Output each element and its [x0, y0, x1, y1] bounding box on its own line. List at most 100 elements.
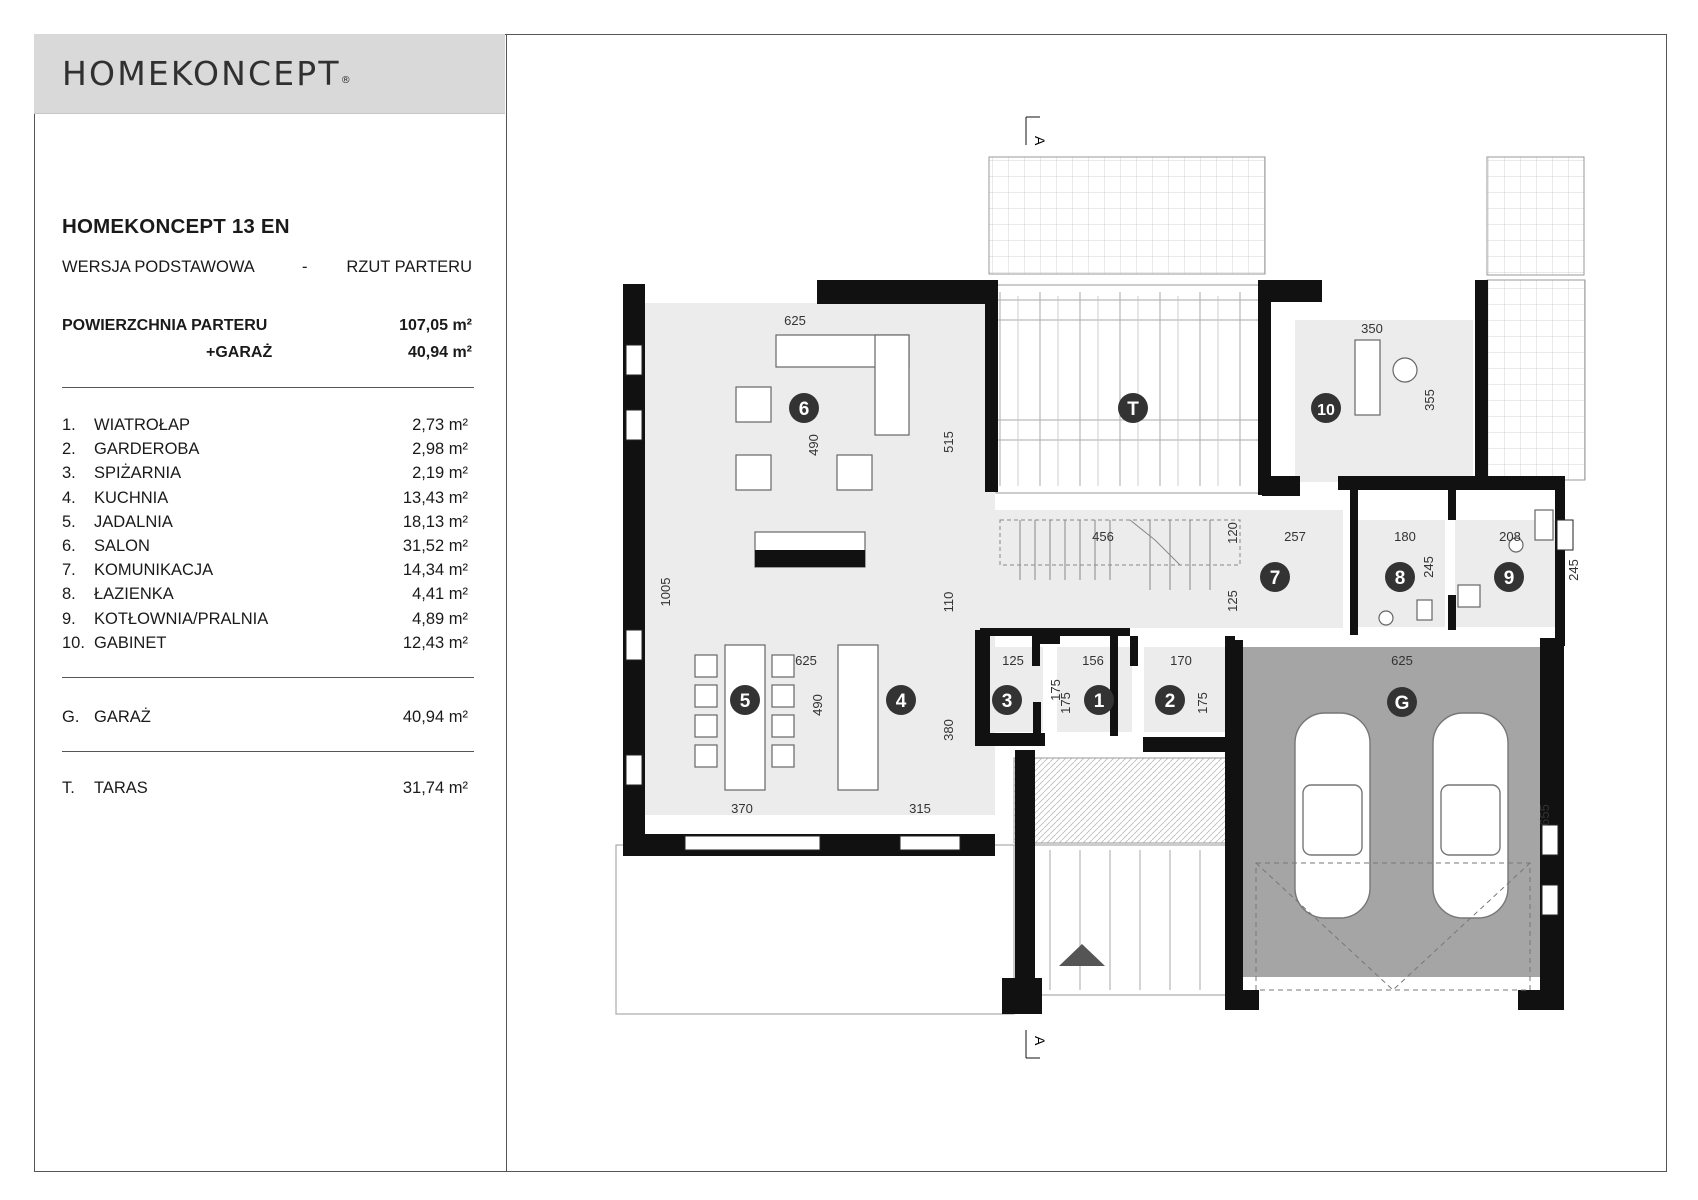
fireplace [755, 550, 865, 567]
room-row: 1. WIATROŁAP 2,73 m² [62, 416, 468, 438]
dimension-kitchen-bottom: 315 [909, 801, 931, 816]
room-area: 4,89 m² [412, 609, 468, 628]
dimension-pantry-width: 125 [1002, 653, 1024, 668]
room-name: ŁAZIENKA [94, 585, 174, 604]
room-row: 9. KOTŁOWNIA/PRALNIA 4,89 m² [62, 610, 468, 632]
ground-area-label: POWIERZCHNIA PARTERU [62, 317, 268, 334]
dimension-vestibule-width: 156 [1082, 653, 1104, 668]
car-left [1294, 712, 1371, 919]
dimension-kitchen-depth: 380 [941, 719, 956, 741]
terrace-row: T. TARAS 31,74 m² [62, 779, 468, 797]
room-name: SPIŻARNIA [94, 464, 182, 483]
room-num: 4. [62, 488, 76, 507]
room-marker-circle [730, 685, 760, 715]
room-marker-circle [886, 685, 916, 715]
room-row: 6. SALON 31,52 m² [62, 537, 468, 559]
room-marker-label: 4 [896, 691, 907, 712]
section-label-top: A [1032, 136, 1048, 146]
version-label: WERSJA PODSTAWOWA [62, 258, 255, 276]
room-name: GABINET [94, 633, 167, 652]
room-marker-circle [789, 393, 819, 423]
garage-area-label: +GARAŻ [206, 344, 273, 361]
room-num: 6. [62, 537, 76, 555]
room-marker-circle [1084, 685, 1114, 715]
room-num: 5. [62, 512, 76, 531]
version-separator: - [302, 258, 308, 276]
section-label-bottom: A [1032, 1036, 1048, 1046]
dimension-wardrobe-width: 170 [1170, 653, 1192, 668]
room-num: 8. [62, 585, 76, 604]
room-area: 14,34 m² [402, 561, 468, 580]
dimension-office-width: 350 [1361, 321, 1383, 336]
room-marker-circle [1311, 393, 1341, 423]
dimension-wardrobe-depth: 175 [1195, 692, 1210, 714]
room-marker-label: G [1395, 693, 1410, 714]
dimension-salon-width: 625 [784, 313, 806, 328]
entrance-stairs [1019, 850, 1201, 990]
room-area: 18,13 m² [402, 512, 468, 531]
room-num: 2. [62, 440, 76, 459]
dimension-stairs: 456 [1092, 529, 1114, 544]
room-marker-label: 3 [1002, 691, 1013, 712]
room-marker-circle [1385, 562, 1415, 592]
room-area: 12,43 m² [402, 633, 468, 652]
room-marker-circle [1387, 687, 1417, 717]
ground-area-value: 107,05 m² [399, 317, 472, 334]
room-area: 2,19 m² [412, 464, 468, 483]
dimension-garage-depth: 655 [1537, 804, 1552, 826]
room-area: 2,98 m² [412, 440, 468, 459]
interior-staircase [999, 519, 1241, 590]
project-title: HOMEKONCEPT 13 EN [62, 215, 290, 238]
room-name: WIATROŁAP [94, 416, 190, 434]
dimension-stair-gap: 120 [1225, 522, 1240, 544]
dimension-bath-width: 180 [1394, 529, 1416, 544]
divider [62, 677, 474, 678]
room-row: 3. SPIŻARNIA 2,19 m² [62, 464, 468, 486]
dimension-corridor-short: 110 [941, 592, 956, 613]
dimension-corridor-width: 257 [1284, 529, 1306, 544]
garage-area-value: 40,94 m² [407, 344, 472, 361]
dimension-salon-wall: 515 [941, 431, 956, 453]
room-num: 3. [62, 464, 76, 483]
windows [625, 344, 1574, 916]
logo-band: HOMEKONCEPT® [34, 34, 505, 114]
room-area: 31,52 m² [402, 537, 468, 555]
room-marker-label: 2 [1165, 691, 1176, 712]
dimension-office-depth: 355 [1422, 389, 1437, 411]
room-num: 10. [62, 633, 85, 652]
room-area: 2,73 m² [412, 416, 468, 434]
room-num: 9. [62, 609, 76, 628]
room-name: KOTŁOWNIA/PRALNIA [94, 609, 269, 628]
dimension-boiler-depth: 245 [1566, 559, 1581, 581]
room-marker-circle [1118, 393, 1148, 423]
dimension-boiler-width: 208 [1499, 529, 1521, 544]
room-marker-label: 6 [799, 399, 810, 420]
room-marker-label: 8 [1395, 568, 1406, 589]
room-marker-label: 10 [1317, 402, 1335, 419]
room-marker-circle [1260, 562, 1290, 592]
room-name: KUCHNIA [94, 488, 169, 507]
room-marker-circle [1494, 562, 1524, 592]
room-marker-label: 5 [740, 691, 751, 712]
dimension-corridor-depth: 125 [1225, 590, 1240, 612]
title-block: HOMEKONCEPT® HOMEKONCEPT 13 EN WERSJA PO… [34, 34, 507, 1172]
room-name: SALON [94, 537, 150, 555]
dimension-bath-depth: 245 [1421, 556, 1436, 578]
dimension-salon-depth: 490 [806, 434, 821, 456]
dimension-dining-depth: 490 [810, 694, 825, 716]
divider [62, 387, 474, 388]
dimension-pantry-depth: 175 [1048, 679, 1063, 701]
garage-row: G. GARAŻ 40,94 m² [62, 708, 468, 726]
room-name: GARDEROBA [94, 440, 200, 459]
room-marker-label: 7 [1270, 568, 1281, 589]
section-markers [1025, 116, 1040, 1059]
terrace-paving [615, 156, 1586, 1015]
room-num: 1. [62, 416, 76, 434]
dimension-garage-width: 625 [1391, 653, 1413, 668]
room-marker-circle [1155, 685, 1185, 715]
